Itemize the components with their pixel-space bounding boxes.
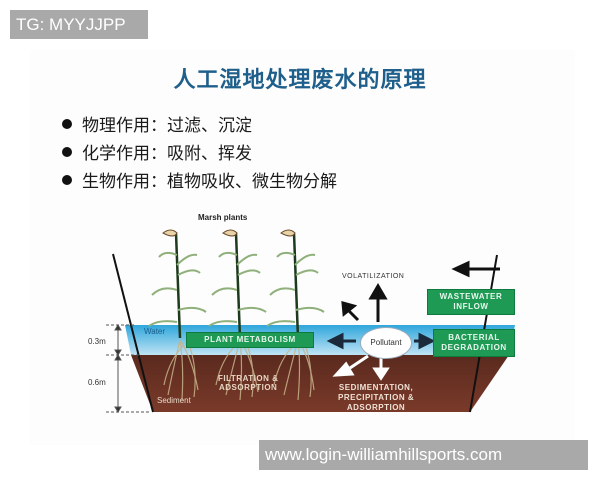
pollutant-ellipse: Pollutant [360,327,412,359]
depth-water-label: 0.3m [88,337,106,346]
sediment-layer [131,355,509,412]
filtration-label: FILTRATION & ADSORPTION [218,374,279,392]
bullet-biological: 生物作用：植物吸收、微生物分解 [62,168,337,196]
water-label: Water [144,327,166,336]
plant-metabolism-box: PLANT METABOLISM [186,332,314,348]
bullet-dot-icon [62,147,72,157]
watermark-bottom: www.login-williamhillsports.com [259,440,588,470]
inflow-arrow [451,260,500,278]
sedimentation-label: SEDIMENTATION, PRECIPITATION & ADSORPTIO… [338,383,415,412]
bullet-dot-icon [62,175,72,185]
bullet-list: 物理作用：过滤、沉淀 化学作用：吸附、挥发 生物作用：植物吸收、微生物分解 [62,112,337,196]
bacterial-degradation-box: BACTERIAL DEGRADATION [433,329,515,357]
left-wall [112,253,154,413]
marsh-plants [148,229,325,339]
depth-sediment-label: 0.6m [88,378,106,387]
marsh-plants-label: Marsh plants [198,213,248,222]
wastewater-inflow-box: WASTEWATER INFLOW [427,289,515,315]
volatilization-arrows [341,283,388,322]
sediment-arrows [332,354,390,381]
pollutant-horizontal-arrows [326,332,436,350]
bullet-dot-icon [62,119,72,129]
depth-markers [106,324,150,413]
slide-title: 人工湿地处理废水的原理 [173,68,427,93]
volatilization-label: VOLATILIZATION [342,273,405,280]
watermark-top: TG: MYYJJPP [10,10,148,39]
sediment-label: Sediment [157,396,191,405]
bullet-physical: 物理作用：过滤、沉淀 [62,112,337,140]
bullet-chemical: 化学作用：吸附、挥发 [62,140,337,168]
